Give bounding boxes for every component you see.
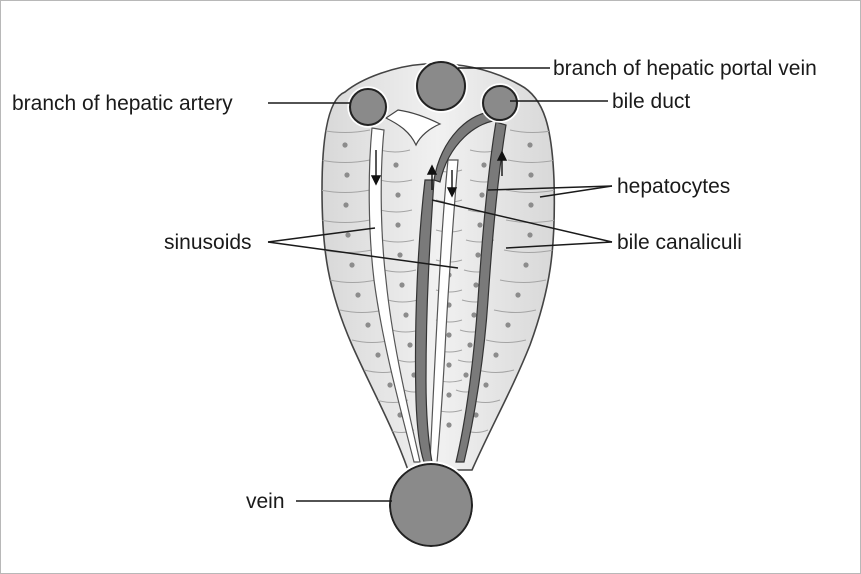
label-bile-duct: bile duct xyxy=(612,90,690,113)
bile-duct-vessel xyxy=(483,86,517,120)
lobule-body xyxy=(320,60,556,548)
label-bile-canaliculi: bile canaliculi xyxy=(617,231,742,254)
label-vein: vein xyxy=(246,490,285,513)
label-sinusoids: sinusoids xyxy=(164,231,252,254)
central-vein xyxy=(390,464,472,546)
label-hepatic-artery: branch of hepatic artery xyxy=(12,92,233,115)
portal-vein-branch xyxy=(417,62,465,110)
label-hepatocytes: hepatocytes xyxy=(617,175,730,198)
label-portal-vein: branch of hepatic portal vein xyxy=(553,57,817,80)
hepatic-artery-branch xyxy=(350,89,386,125)
